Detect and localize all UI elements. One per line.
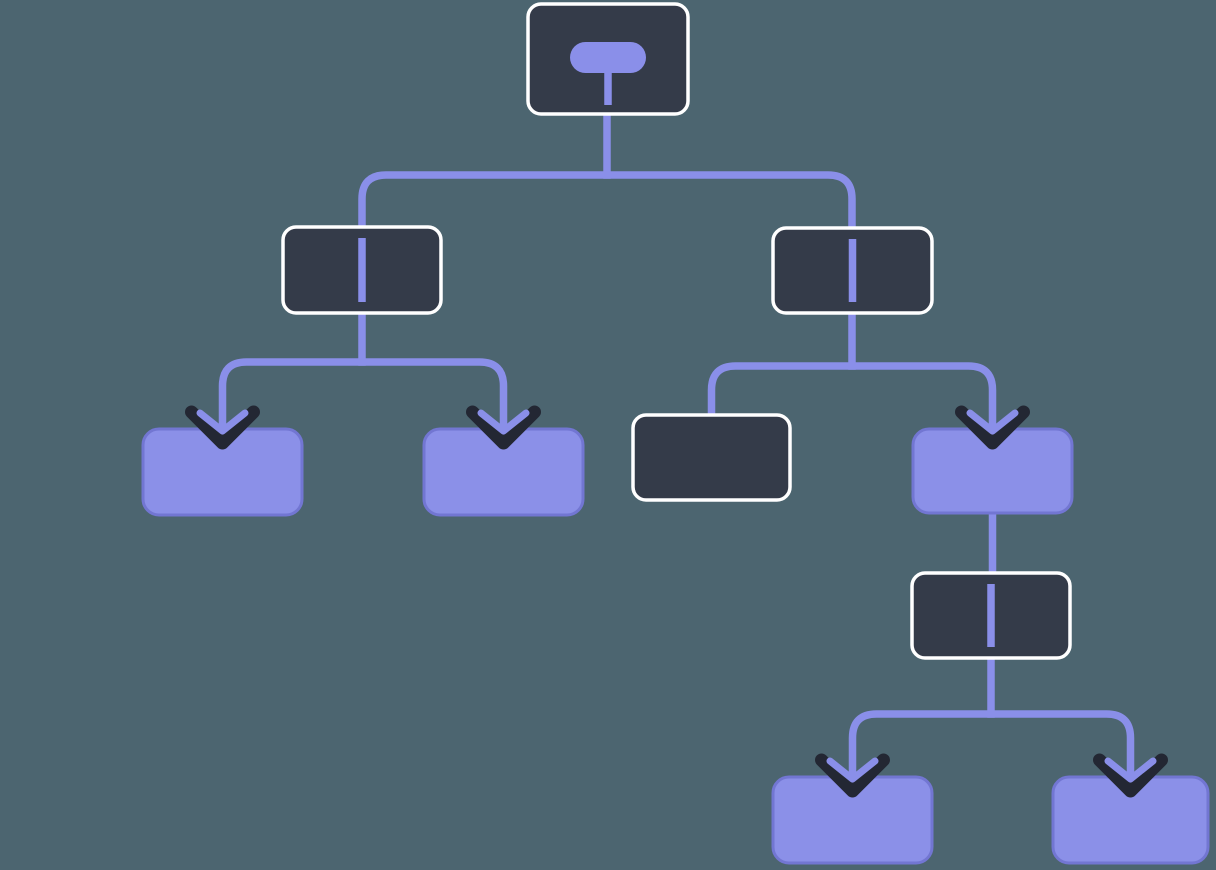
arrowhead <box>1093 753 1168 798</box>
connector-left-fork-bar <box>218 358 508 431</box>
node-branch-sub <box>910 571 1072 660</box>
arrowhead <box>466 405 541 450</box>
chevron-down-icon <box>185 405 260 450</box>
arrowhead <box>815 753 890 798</box>
node-branch-left <box>281 225 443 315</box>
arrow-tip-icon <box>1104 757 1157 783</box>
node-root-pill-placeholder <box>570 42 646 73</box>
chevron-down-icon <box>955 405 1030 450</box>
node-branch-right <box>771 226 934 315</box>
edges-layer <box>218 115 1135 779</box>
node-dark-leaf <box>631 413 792 502</box>
arrowhead <box>955 405 1030 450</box>
arrow-tip-icon <box>826 757 879 783</box>
arrow-tip-icon <box>477 409 530 435</box>
nodes-layer <box>141 2 1210 865</box>
arrow-tip-icon <box>966 409 1019 435</box>
node-root <box>526 2 690 116</box>
node-dark-leaf-box <box>631 413 792 502</box>
connector-root-fork-bar <box>358 171 856 234</box>
chevron-down-icon <box>815 753 890 798</box>
chevron-down-icon <box>1093 753 1168 798</box>
arrow-tip-icon <box>196 409 249 435</box>
connector-bottom-fork-bar <box>848 710 1135 779</box>
connector-right-fork-bar <box>707 362 997 431</box>
arrows-layer <box>185 405 1168 798</box>
chevron-down-icon <box>466 405 541 450</box>
arrowhead <box>185 405 260 450</box>
